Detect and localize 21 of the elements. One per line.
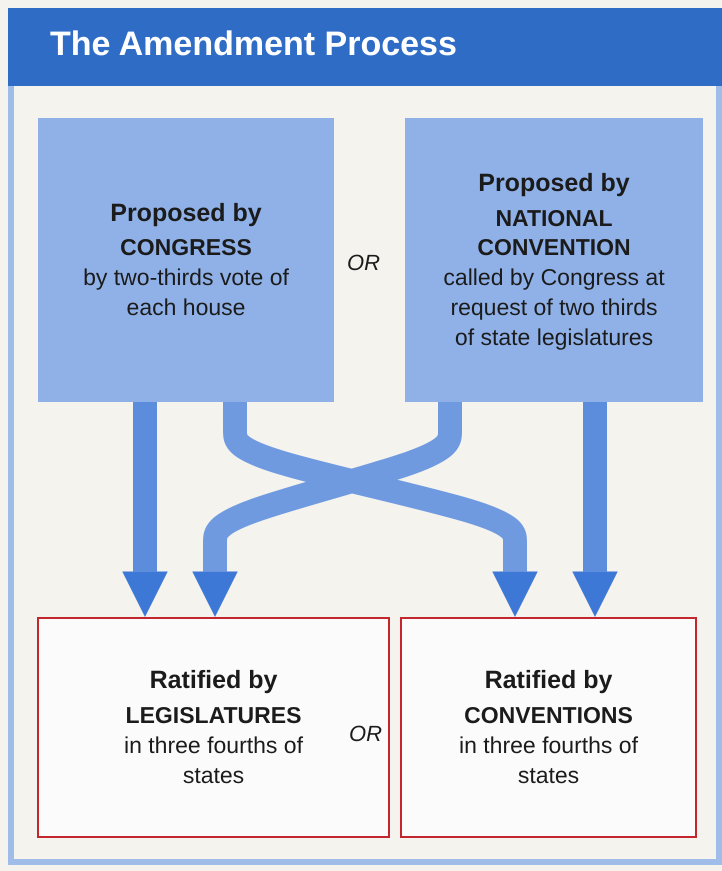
- box-description: by two-thirds vote of each house: [82, 263, 290, 322]
- box-heading: Ratified by: [484, 665, 612, 696]
- ratification-box: [37, 617, 390, 838]
- body-name: CONVENTIONS: [464, 700, 633, 730]
- box-heading: Proposed by: [478, 168, 630, 200]
- body-name: CONGRESS: [120, 233, 252, 262]
- proposal-box: [38, 118, 334, 402]
- body-name: NATIONAL CONVENTION: [476, 204, 632, 262]
- box-heading: Proposed by: [110, 198, 262, 229]
- ratification-box: [400, 617, 697, 838]
- box-description: called by Congress at request of two thirds of state legislatures: [442, 263, 666, 352]
- box-description: in three fourths of states: [123, 730, 304, 790]
- proposal-box: [405, 118, 703, 402]
- title: The Amendment Process: [50, 25, 457, 64]
- arrow: [572, 402, 618, 617]
- or-label: OR: [349, 721, 382, 747]
- box-heading: Ratified by: [150, 665, 278, 696]
- arrow: [122, 402, 168, 617]
- body-name: LEGISLATURES: [126, 700, 302, 730]
- or-label: OR: [347, 250, 380, 276]
- box-description: in three fourths of states: [458, 730, 639, 790]
